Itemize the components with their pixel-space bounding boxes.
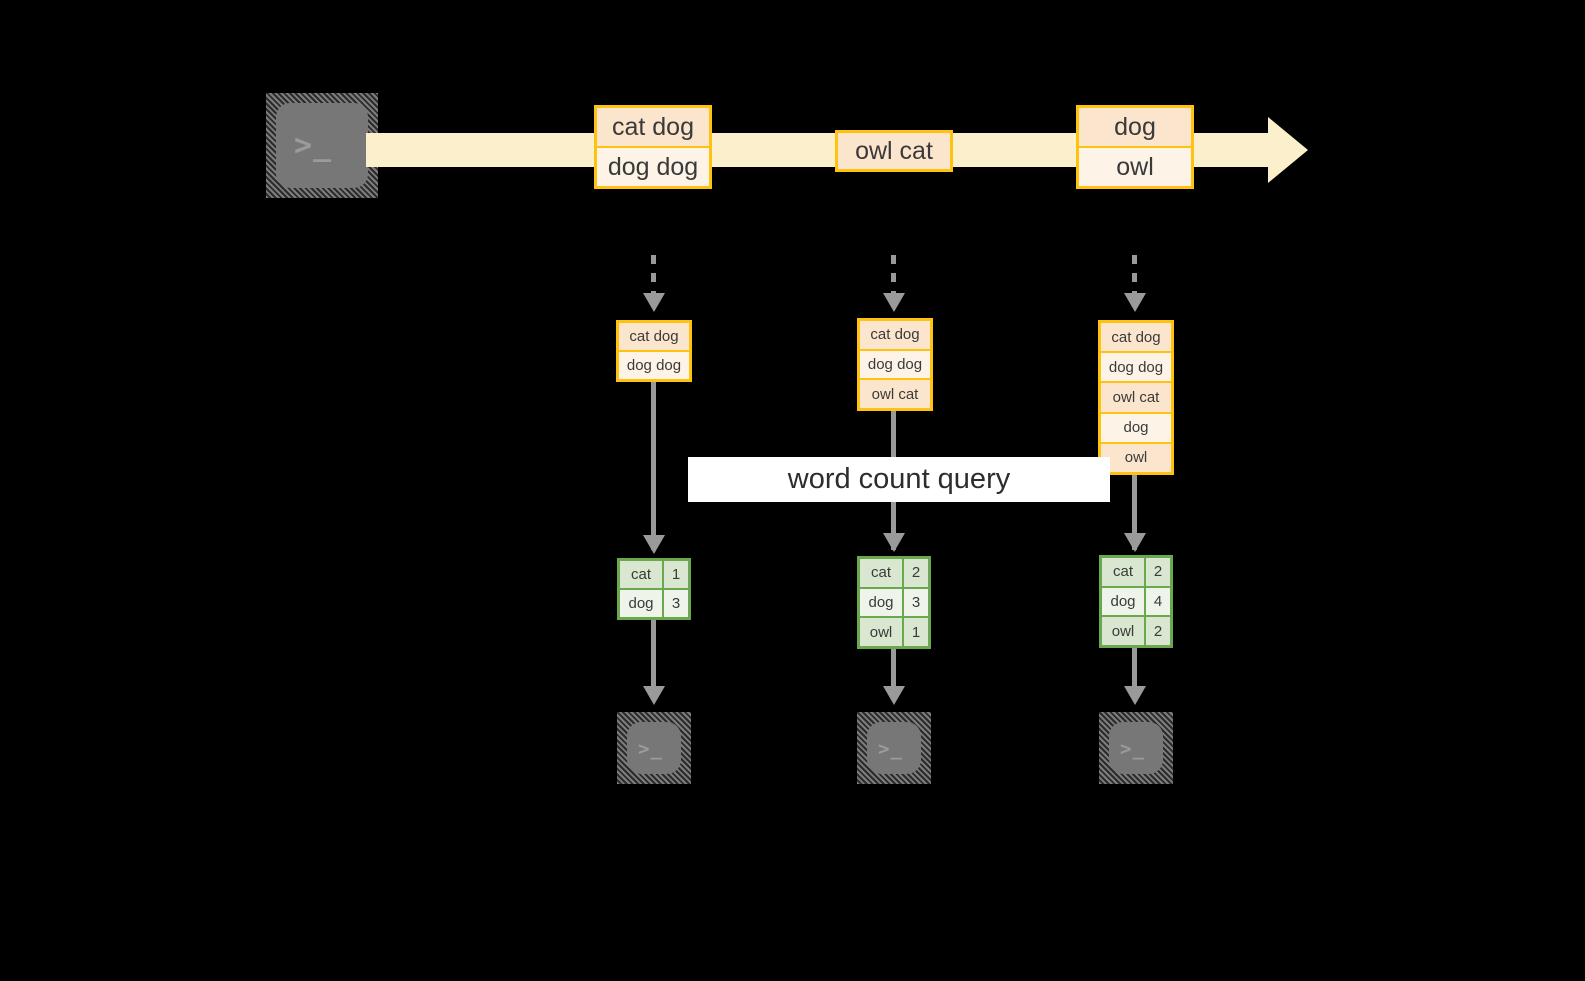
terminal-prompt-glyph: >_ bbox=[638, 738, 663, 760]
trigger-3-result-word-3: owl bbox=[1102, 617, 1146, 646]
trigger-2-dashed-arrowhead bbox=[883, 293, 905, 312]
trigger-3-input-line-3: owl cat bbox=[1101, 381, 1171, 412]
trigger-1-result-count-2: 3 bbox=[671, 595, 681, 612]
terminal-body: >_ bbox=[627, 722, 681, 774]
trigger-2-input-line-2: dog dog bbox=[860, 348, 930, 379]
trigger-3-sink-terminal-icon: >_ bbox=[1099, 712, 1173, 784]
trigger-3-result-count-3: 2 bbox=[1153, 622, 1163, 640]
trigger-3-dashed-arrowhead bbox=[1124, 293, 1146, 312]
terminal-body: >_ bbox=[1109, 722, 1163, 774]
trigger-1-sink-terminal-icon: >_ bbox=[617, 712, 691, 784]
trigger-2-sink-connector bbox=[891, 649, 896, 690]
trigger-2-result-word-3: owl bbox=[860, 618, 904, 647]
table-row: owl 1 bbox=[860, 616, 928, 647]
trigger-3-input-table[interactable]: cat dog dog dog owl cat dog owl bbox=[1098, 320, 1174, 475]
table-row: dog 3 bbox=[860, 586, 928, 617]
trigger-3-result-word-1: cat bbox=[1102, 558, 1146, 586]
trigger-2-result-count-1: 2 bbox=[911, 564, 921, 582]
source-terminal-icon: >_ bbox=[266, 93, 378, 198]
stream-batch-3[interactable]: dog owl bbox=[1076, 105, 1194, 189]
table-row: cat 2 bbox=[1102, 558, 1170, 586]
stream-batch-2-line-1: owl cat bbox=[838, 133, 950, 169]
table-row: owl 2 bbox=[1102, 615, 1170, 646]
trigger-3-result-table[interactable]: cat 2 dog 4 owl 2 bbox=[1099, 555, 1173, 648]
trigger-2-input-line-1: cat dog bbox=[860, 321, 930, 349]
trigger-2-result-count-3: 1 bbox=[911, 623, 921, 641]
trigger-1-dashed-connector bbox=[651, 255, 656, 295]
trigger-2-result-word-1: cat bbox=[860, 559, 904, 587]
trigger-3-input-line-5: owl bbox=[1101, 441, 1171, 473]
trigger-3-input-line-4: dog bbox=[1101, 411, 1171, 442]
table-row: cat 2 bbox=[860, 559, 928, 587]
trigger-1-input-line-2: dog dog bbox=[619, 350, 689, 379]
trigger-1-sink-arrowhead bbox=[643, 686, 665, 705]
stream-batch-2[interactable]: owl cat bbox=[835, 130, 953, 172]
terminal-prompt-glyph: >_ bbox=[1120, 738, 1145, 760]
trigger-3-sink-arrowhead bbox=[1124, 686, 1146, 705]
terminal-body: >_ bbox=[276, 103, 368, 188]
trigger-2-input-table[interactable]: cat dog dog dog owl cat bbox=[857, 318, 933, 411]
trigger-1-result-count-1: 1 bbox=[671, 566, 681, 583]
trigger-3-input-line-1: cat dog bbox=[1101, 323, 1171, 352]
table-row: dog 3 bbox=[620, 588, 688, 617]
trigger-2-result-word-2: dog bbox=[860, 588, 904, 617]
trigger-1-result-word-1: cat bbox=[620, 561, 664, 588]
stream-batch-3-line-2: owl bbox=[1079, 146, 1191, 186]
trigger-2-dashed-connector bbox=[891, 255, 896, 295]
table-row: dog 4 bbox=[1102, 585, 1170, 616]
trigger-3-dashed-connector bbox=[1132, 255, 1137, 295]
trigger-2-query-arrowhead bbox=[883, 533, 905, 552]
terminal-prompt-glyph: >_ bbox=[878, 738, 903, 760]
stream-batch-1[interactable]: cat dog dog dog bbox=[594, 105, 712, 189]
trigger-3-sink-connector bbox=[1132, 648, 1137, 690]
trigger-1-input-line-1: cat dog bbox=[619, 323, 689, 350]
stream-batch-1-line-2: dog dog bbox=[597, 146, 709, 186]
terminal-body: >_ bbox=[867, 722, 921, 774]
trigger-3-input-line-2: dog dog bbox=[1101, 351, 1171, 382]
trigger-2-sink-arrowhead bbox=[883, 686, 905, 705]
trigger-3-result-count-2: 4 bbox=[1153, 593, 1163, 610]
trigger-1-query-arrowhead bbox=[643, 535, 665, 554]
query-label: word count query bbox=[688, 457, 1110, 502]
trigger-2-input-line-3: owl cat bbox=[860, 378, 930, 409]
trigger-1-query-connector bbox=[651, 382, 656, 550]
trigger-1-result-word-2: dog bbox=[620, 590, 664, 617]
trigger-2-result-count-2: 3 bbox=[911, 594, 921, 611]
trigger-2-result-table[interactable]: cat 2 dog 3 owl 1 bbox=[857, 556, 931, 649]
stream-band-arrowhead bbox=[1268, 117, 1308, 183]
trigger-3-result-count-1: 2 bbox=[1153, 563, 1163, 581]
terminal-prompt-glyph: >_ bbox=[294, 128, 333, 163]
trigger-1-result-table[interactable]: cat 1 dog 3 bbox=[617, 558, 691, 620]
trigger-3-query-arrowhead bbox=[1124, 533, 1146, 552]
trigger-1-input-table[interactable]: cat dog dog dog bbox=[616, 320, 692, 382]
trigger-1-sink-connector bbox=[651, 620, 656, 690]
stream-batch-3-line-1: dog bbox=[1079, 108, 1191, 146]
trigger-2-sink-terminal-icon: >_ bbox=[857, 712, 931, 784]
trigger-1-dashed-arrowhead bbox=[643, 293, 665, 312]
stream-batch-1-line-1: cat dog bbox=[597, 108, 709, 146]
table-row: cat 1 bbox=[620, 561, 688, 588]
trigger-3-result-word-2: dog bbox=[1102, 587, 1146, 616]
trigger-3-query-connector bbox=[1132, 475, 1137, 550]
